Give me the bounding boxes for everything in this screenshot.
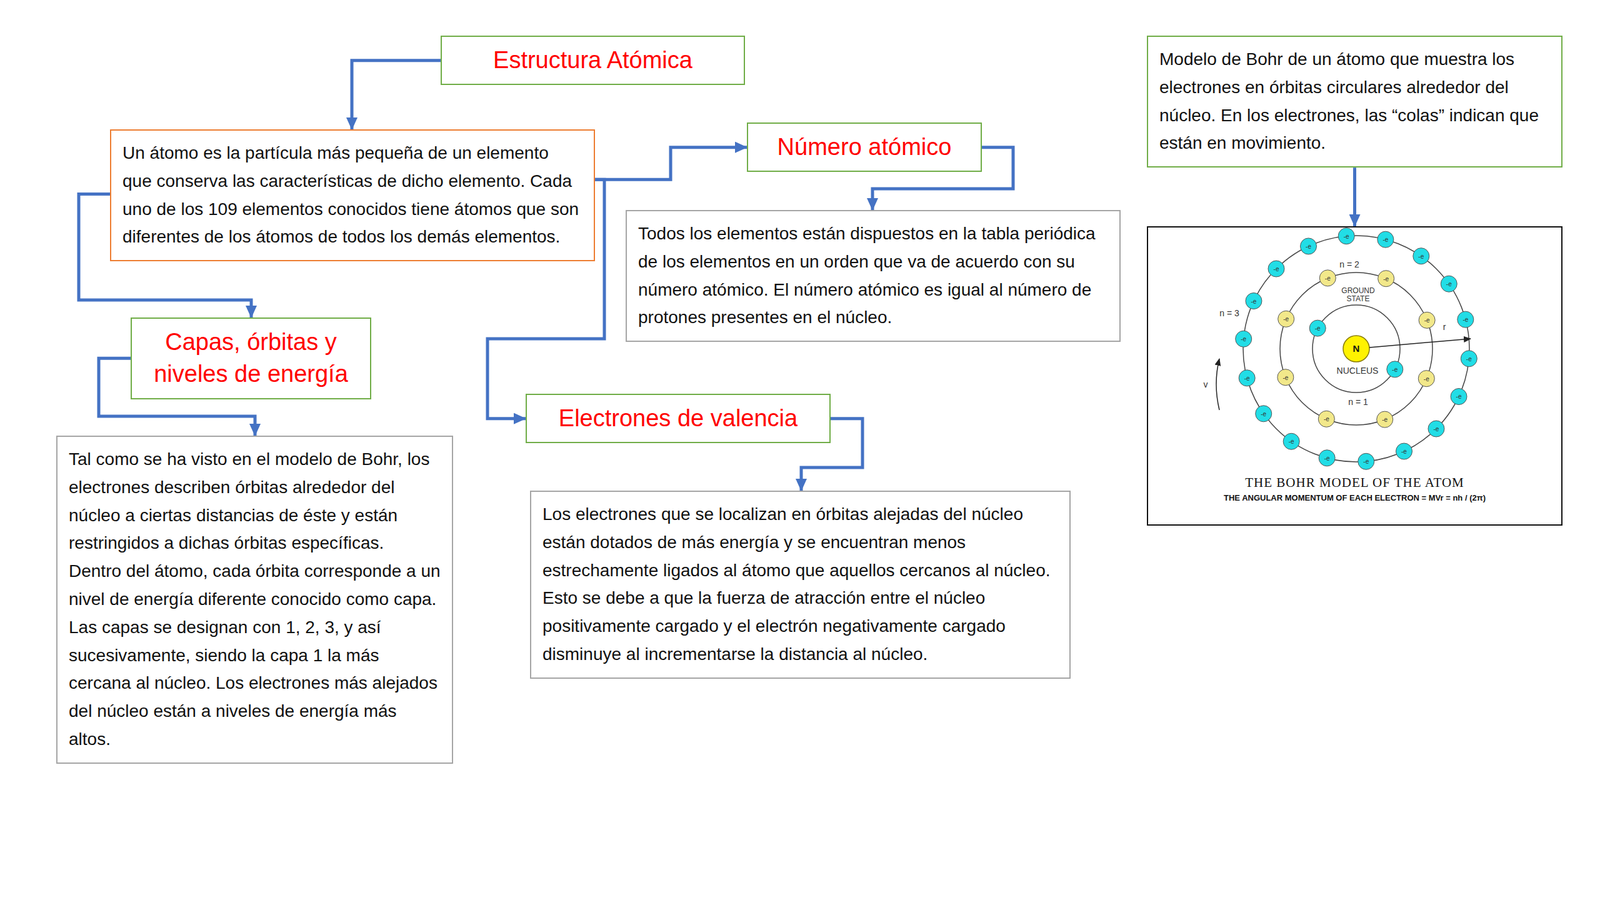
body-text: Los electrones que se localizan en órbit…	[542, 500, 1059, 669]
electron-label: -e	[1283, 315, 1289, 323]
figure-formula: THE ANGULAR MOMENTUM OF EACH ELECTRON = …	[1148, 493, 1562, 503]
electron-label: -e	[1446, 280, 1452, 288]
electron	[1283, 433, 1300, 450]
electron	[1450, 388, 1467, 405]
orbit-ring	[1280, 272, 1433, 425]
electron	[1318, 450, 1335, 467]
electron-label: -e	[1251, 297, 1257, 305]
orbit-ring	[1312, 305, 1400, 393]
radius-arrow	[1369, 338, 1471, 348]
body-text: Modelo de Bohr de un átomo que muestra l…	[1159, 45, 1550, 158]
electron	[1376, 411, 1394, 428]
nucleus-label: NUCLEUS	[1336, 366, 1379, 376]
electron-label: -e	[1240, 335, 1247, 343]
electron-label: -e	[1462, 316, 1469, 324]
electron	[1318, 410, 1335, 427]
definition-box: Un átomo es la partícula más pequeña de …	[110, 129, 595, 262]
electron-label: -e	[1282, 373, 1289, 381]
figure-box: THE BOHR MODEL OF THE ATOM THE ANGULAR MO…	[1146, 226, 1563, 526]
connector-arrow	[595, 147, 747, 180]
electron	[1245, 293, 1262, 310]
figure-title: THE BOHR MODEL OF THE ATOM	[1148, 475, 1562, 491]
topic-title: Electrones de valencia	[540, 402, 816, 435]
electron-label: -e	[1343, 232, 1350, 240]
title-box: Estructura Atómica	[440, 35, 745, 85]
electron-label: -e	[1323, 415, 1330, 423]
electron	[1418, 311, 1435, 329]
electron-label: -e	[1325, 274, 1331, 282]
description-box: Tal como se ha visto en el modelo de Boh…	[56, 435, 454, 764]
body-text: Tal como se ha visto en el modelo de Boh…	[68, 445, 441, 754]
electron-label: -e	[1423, 375, 1430, 382]
radius-label: r	[1441, 322, 1448, 332]
topic-box: Número atómico	[746, 122, 982, 172]
electron-label: -e	[1273, 265, 1280, 273]
electron	[1338, 228, 1355, 245]
electron	[1440, 275, 1457, 292]
electron-label: -e	[1305, 242, 1312, 250]
electron-label: -e	[1363, 458, 1369, 465]
electron	[1277, 369, 1294, 386]
electron	[1309, 320, 1326, 337]
electron-label: -e	[1391, 365, 1398, 373]
topic-title: Número atómico	[761, 131, 967, 164]
description-box: Los electrones que se localizan en órbit…	[530, 490, 1071, 679]
electron-label: -e	[1324, 454, 1330, 462]
shell-label: n = 1	[1346, 397, 1370, 407]
body-text: Todos los elementos están dispuestos en …	[638, 220, 1109, 332]
state-label: GROUND STATE	[1336, 286, 1380, 304]
connector-arrow	[351, 60, 441, 130]
electron	[1395, 443, 1412, 460]
electron	[1238, 370, 1255, 387]
electron-label: -e	[1418, 252, 1424, 260]
orbit-ring	[1243, 235, 1470, 462]
electron-label: -e	[1433, 425, 1440, 432]
electron-label: -e	[1315, 325, 1321, 332]
electron	[1418, 370, 1435, 387]
shell-label: n = 2	[1338, 260, 1361, 270]
electron	[1300, 238, 1317, 255]
electron-label: -e	[1383, 275, 1389, 282]
electron	[1268, 260, 1285, 277]
electron-label: -e	[1456, 393, 1462, 400]
electron	[1235, 330, 1252, 347]
electron	[1386, 361, 1404, 378]
shell-label: n = 3	[1218, 308, 1241, 319]
description-box: Todos los elementos están dispuestos en …	[625, 210, 1121, 342]
electron-label: -e	[1260, 410, 1267, 417]
nucleus-symbol: N	[1353, 343, 1360, 355]
electron-label: -e	[1288, 438, 1295, 445]
electron	[1457, 311, 1474, 328]
electron-label: -e	[1424, 316, 1430, 324]
velocity-arrow	[1216, 358, 1220, 410]
electron-label: -e	[1381, 416, 1388, 424]
electron	[1428, 420, 1445, 437]
electron-label: -e	[1466, 355, 1472, 362]
electron	[1278, 310, 1295, 327]
electron	[1378, 270, 1395, 287]
electron	[1319, 270, 1336, 287]
caption-box: Modelo de Bohr de un átomo que muestra l…	[1146, 35, 1563, 168]
electron	[1413, 248, 1430, 265]
topic-title: Capas, órbitas y niveles de energía	[145, 326, 357, 391]
electron-label: -e	[1382, 236, 1389, 244]
electron	[1255, 405, 1272, 422]
electron	[1377, 231, 1394, 248]
connector-arrow	[1353, 167, 1357, 227]
electron	[1460, 350, 1477, 367]
topic-box: Electrones de valencia	[525, 393, 831, 444]
electron-label: -e	[1244, 374, 1250, 382]
electron	[1358, 453, 1375, 470]
topic-title: Estructura Atómica	[455, 44, 730, 77]
nucleus	[1343, 335, 1370, 362]
body-text: Un átomo es la partícula más pequeña de …	[122, 139, 583, 252]
topic-box: Capas, órbitas y niveles de energía	[130, 317, 372, 400]
velocity-label: v	[1202, 380, 1210, 390]
electron-label: -e	[1401, 448, 1407, 455]
